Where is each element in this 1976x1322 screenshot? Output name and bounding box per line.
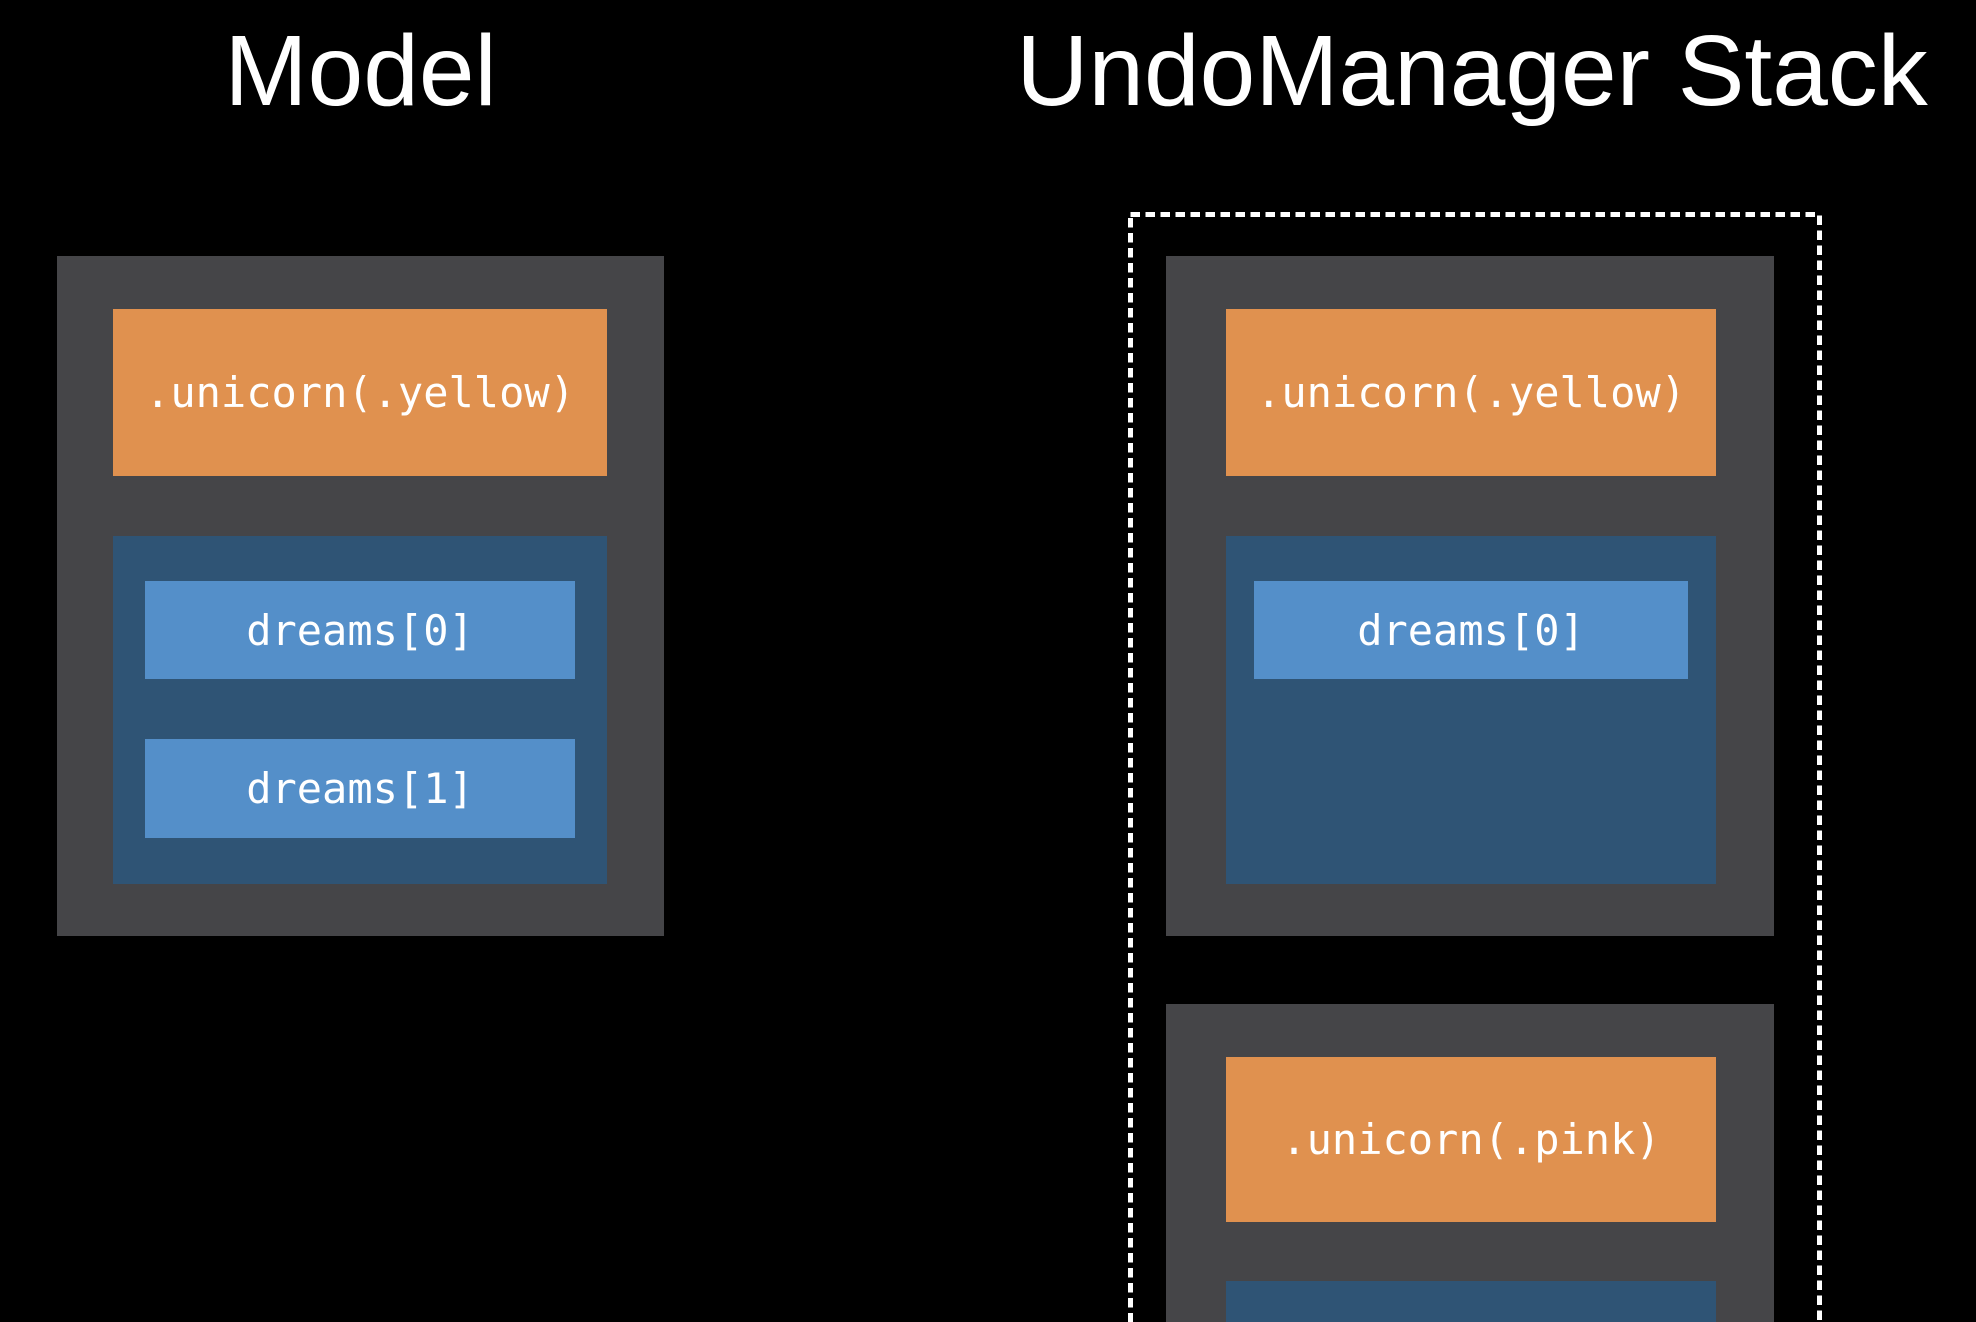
undo-stack-frame: .unicorn(.pink) — [1166, 1004, 1774, 1322]
array-item: dreams[1] — [145, 739, 575, 838]
array-item-label: dreams[1] — [246, 764, 474, 813]
undo-command-box: .unicorn(.yellow) — [1226, 309, 1716, 476]
undo-command-label: .unicorn(.yellow) — [1256, 368, 1686, 417]
array-item: dreams[0] — [145, 581, 575, 679]
array-item-label: dreams[0] — [246, 605, 474, 655]
undo-dreams-array: dreams[0] — [1226, 536, 1716, 884]
model-command-box: .unicorn(.yellow) — [113, 309, 607, 476]
array-item-label: dreams[0] — [1357, 605, 1585, 655]
model-frame: .unicorn(.yellow) dreams[0] dreams[1] — [57, 256, 664, 936]
undo-dreams-array — [1226, 1281, 1716, 1322]
array-item: dreams[0] — [1254, 581, 1688, 679]
undo-stack-frame: .unicorn(.yellow) dreams[0] — [1166, 256, 1774, 936]
model-dreams-array: dreams[0] dreams[1] — [113, 536, 607, 884]
model-command-label: .unicorn(.yellow) — [145, 368, 575, 417]
undo-command-box: .unicorn(.pink) — [1226, 1057, 1716, 1222]
undo-command-label: .unicorn(.pink) — [1281, 1115, 1661, 1164]
model-title: Model — [224, 15, 497, 127]
undomanager-stack-title: UndoManager Stack — [1016, 15, 1928, 127]
